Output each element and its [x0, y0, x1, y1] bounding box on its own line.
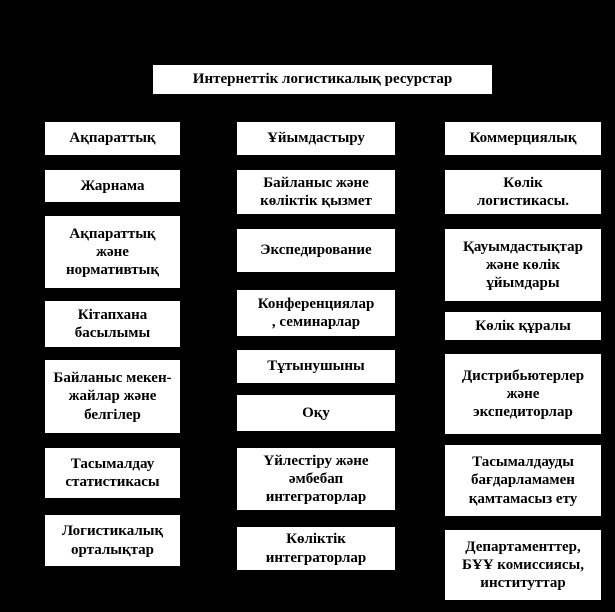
diagram-box-info-normative: Ақпараттық және нормативтық: [44, 215, 181, 289]
diagram-box-transport-statistics: Тасымалдау статистикасы: [44, 447, 181, 499]
diagram-box-consumer: Тұтынушыны: [236, 349, 396, 384]
diagram-box-transport-logistics: Көлік логистикасы.: [444, 169, 602, 215]
diagram-box-conferences-seminars: Конференциялар , семинарлар: [236, 289, 396, 337]
diagram-box-universal-integrators: Үйлестіру және әмбебап интеграторлар: [236, 447, 396, 511]
diagram-box-transport-software: Тасымалдауды бағдарламамен қамтамасыз ет…: [444, 444, 602, 517]
diagram-box-distributors-forwarders: Дистрибьютерлер және экспедиторлар: [444, 353, 602, 435]
diagram-box-transport-integrators: Көліктік интеграторлар: [236, 526, 396, 571]
diagram-box-informational: Ақпараттық: [44, 121, 181, 156]
diagram-box-forwarding: Экспедирование: [236, 228, 396, 273]
diagram-box-commercial: Коммерциялық: [444, 121, 602, 156]
diagram-box-organizational: Ұйымдастыру: [236, 121, 396, 156]
diagram-box-training: Оқу: [236, 394, 396, 432]
diagram-box-communication-transport-service: Байланыс және көліктік қызмет: [236, 169, 396, 215]
diagram-box-advertising: Жарнама: [44, 169, 181, 203]
diagram-box-library-publications: Кітапхана басылымы: [44, 300, 181, 348]
diagram-box-vehicle: Көлік құралы: [444, 311, 602, 341]
diagram-box-departments-un-commissions: Департаменттер, БҰҰ комиссиясы, институт…: [444, 529, 602, 601]
diagram-title: Интернеттік логистикалық ресурстар: [152, 64, 493, 95]
diagram-box-contacts-addresses: Байланыс мекен- жайлар және белгілер: [44, 359, 181, 434]
diagram-box-logistics-centers: Логистикалық орталықтар: [44, 514, 181, 567]
diagram-box-associations-transport-orgs: Қауымдастықтар және көлік ұйымдары: [444, 228, 602, 302]
